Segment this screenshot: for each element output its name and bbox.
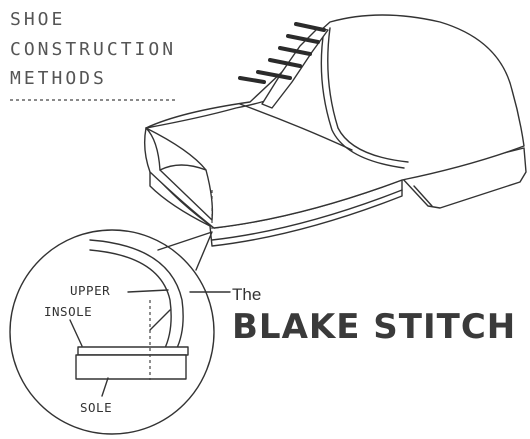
sole-layer <box>75 354 187 380</box>
title-line-1: SHOE <box>10 9 65 30</box>
insole-leader <box>69 319 83 347</box>
oxford-shoe-illustration <box>143 14 527 247</box>
stitch-arrow <box>149 309 171 331</box>
blake-stitch-heading: The BLAKE STITCH <box>232 285 516 347</box>
label-sole: SOLE <box>80 400 112 415</box>
sole-leader <box>101 377 109 397</box>
title-line-3: METHODS <box>10 68 107 89</box>
shoe-laces <box>238 22 326 84</box>
magnifier-circle <box>9 229 215 435</box>
vamp-line <box>239 103 353 151</box>
label-upper: UPPER <box>70 283 110 298</box>
upper-layer-inner <box>89 249 172 351</box>
heel-edge <box>413 185 433 207</box>
cutaway-insole-edge <box>159 164 207 171</box>
lace-1 <box>294 22 326 32</box>
label-insole: INSOLE <box>44 304 92 319</box>
quarter-seam-stitch <box>327 27 409 163</box>
insole-layer <box>77 346 189 356</box>
quarter-seam <box>320 29 405 169</box>
lace-5 <box>256 70 292 80</box>
title-block: SHOE CONSTRUCTION METHODS <box>10 9 178 101</box>
upper-leader <box>127 289 169 293</box>
lace-3 <box>278 46 312 56</box>
shoe-heel <box>401 147 527 209</box>
toe-cap-seam <box>145 99 269 129</box>
sole-edge-line <box>211 189 403 241</box>
lace-6 <box>238 76 266 84</box>
lace-4 <box>268 58 302 68</box>
shoe-upper <box>143 14 525 229</box>
magnifier-ring <box>9 229 215 435</box>
magnifier-pointer <box>157 231 213 271</box>
lace-2 <box>286 34 320 44</box>
cross-section-diagram: UPPER INSOLE SOLE <box>44 239 231 415</box>
title-line-2: CONSTRUCTION <box>10 39 176 60</box>
heading-main: BLAKE STITCH <box>232 307 516 347</box>
upper-layer-outer <box>89 239 184 351</box>
heading-prefix: The <box>232 285 261 304</box>
